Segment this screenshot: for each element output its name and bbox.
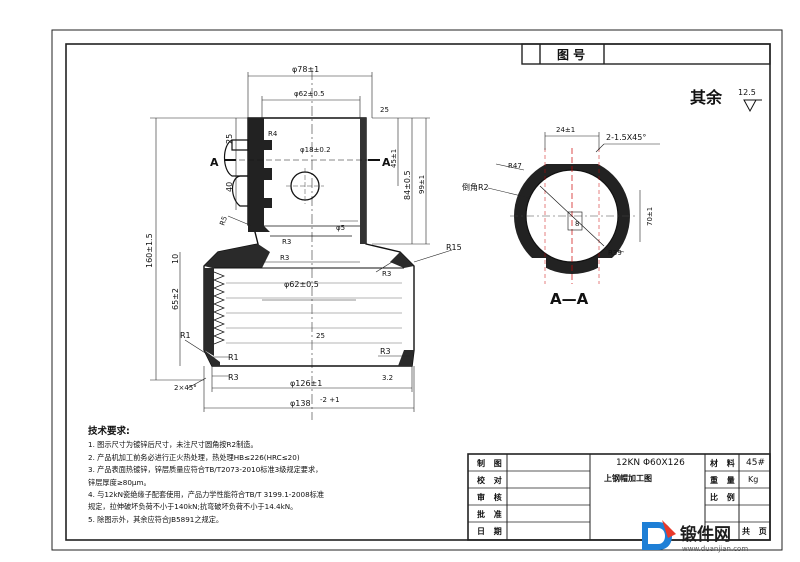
- dim-2x45: 2×45°: [174, 384, 197, 392]
- dim-10: 10: [171, 254, 180, 264]
- section-marker-right: A: [382, 156, 391, 169]
- tb-sheet-label: 共 页: [742, 527, 770, 536]
- dim-small-25: 25: [316, 332, 325, 340]
- dim-R3-b: R3: [280, 254, 289, 262]
- sec-dim-24: 24±1: [556, 126, 575, 134]
- dim-phi62-mid: φ62±0.5: [284, 280, 319, 289]
- tb-row-review: 审 核: [477, 493, 505, 502]
- technical-requirements: 技术要求: 1. 图示尺寸为镀锌后尺寸，未注尺寸圆角按R2制造。 2. 产品机加…: [88, 426, 468, 526]
- dim-99: 99±1: [418, 175, 426, 194]
- watermark-brand: 锻件网: [680, 524, 731, 545]
- tb-weight-unit: Kg: [748, 475, 759, 484]
- section-label: A—A: [550, 290, 589, 308]
- dim-84: 84±0.5: [403, 170, 412, 200]
- dim-40: 40: [225, 182, 234, 192]
- note-line: 5. 除图示外，其余应符合JB5891之规定。: [88, 514, 224, 524]
- dim-R5: R5: [218, 215, 229, 227]
- sec-dim-8: 8: [575, 220, 579, 228]
- dim-65: 65±2: [171, 288, 180, 310]
- svg-text:12.5: 12.5: [738, 88, 756, 97]
- tb-row-draw: 制 图: [477, 459, 505, 468]
- watermark-logo-icon: 锻件网 www.duanjian.com: [642, 520, 748, 553]
- dim-R3-d: R3: [228, 373, 239, 382]
- dim-phi126: φ126±1: [290, 379, 322, 388]
- tb-row-check: 校 对: [477, 476, 505, 485]
- sec-dim-R47: R47: [508, 162, 522, 170]
- watermark: 锻件网 www.duanjian.com: [632, 516, 782, 556]
- serrated-bore: [204, 268, 225, 356]
- tb-scale-label: 比 例: [710, 493, 738, 502]
- roughness-note: 其余 12.5: [690, 88, 762, 113]
- dim-phi5: φ5: [336, 224, 345, 232]
- dim-R15: R15: [446, 243, 462, 252]
- tb-material-value: 45#: [746, 458, 765, 468]
- dim-R3-a: R3: [282, 238, 291, 246]
- note-line: 2. 产品机加工前务必进行正火热处理，热处理HB≤226(HRC≤20): [88, 452, 300, 462]
- note-line: 4. 与12kN瓷绝缘子配套使用，产品力学性能符合TB/T 3199.1-200…: [88, 490, 325, 500]
- note-line: 1. 图示尺寸为镀锌后尺寸，未注尺寸圆角按R2制造。: [88, 440, 258, 450]
- dim-R3-e: R3: [380, 347, 391, 356]
- sec-dim-chamfer: 2-1.5X45°: [606, 133, 646, 142]
- dim-phi138: φ138: [290, 399, 311, 408]
- notes-title: 技术要求:: [88, 426, 130, 437]
- dim-phi78: φ78±1: [292, 65, 319, 74]
- note-line: 规定，拉伸破坏负荷不小于140kN;抗弯破坏负荷不小于14.4kN。: [88, 502, 298, 512]
- sec-dim-R2: 倒角R2: [462, 182, 489, 192]
- tb-material-label: 材 料: [710, 459, 738, 468]
- dim-R3-c: R3: [382, 270, 391, 278]
- note-line: 3. 产品表面热镀锌，锌层质量应符合TB/T2073-2010标准3级规定要求，: [88, 465, 323, 475]
- drawing-number-label: 图 号: [557, 47, 585, 62]
- sec-dim-70: 70±1: [646, 207, 654, 226]
- tb-part-code: 12KN Φ60X126: [616, 458, 685, 468]
- dimension-lines: [150, 72, 453, 412]
- title-block: [467, 453, 771, 541]
- drawing-number-box: 图 号: [521, 43, 771, 65]
- dimension-texts: φ78±1 φ62±0.5 φ18±0.2 φ62±0.5 φ126±1 φ13…: [145, 65, 462, 408]
- dim-phi18: φ18±0.2: [300, 146, 331, 154]
- dim-160: 160±1.5: [145, 233, 154, 268]
- tb-row-date: 日 期: [477, 527, 505, 536]
- dim-R1-b: R1: [228, 353, 239, 362]
- svg-text:其余: 其余: [690, 88, 723, 107]
- main-view: [203, 70, 415, 420]
- dim-phi62-top: φ62±0.5: [294, 90, 325, 98]
- tb-part-name: 上钢帽加工图: [604, 474, 652, 483]
- dim-25: 25: [225, 134, 234, 144]
- tb-weight-label: 重 量: [710, 476, 738, 485]
- dim-R4: R4: [268, 130, 278, 138]
- section-marker-left: A: [210, 156, 219, 169]
- dim-45: 45±1: [390, 149, 398, 168]
- dim-rough-25: 25: [380, 106, 389, 114]
- tb-row-approve: 批 准: [477, 510, 505, 519]
- note-line: 锌层厚度≥80μm。: [88, 477, 151, 487]
- sec-dim-R39: R39: [608, 249, 622, 257]
- section-view: 24±1 2-1.5X45° R47 倒角R2 R39 8 70±1 A—A: [462, 126, 660, 308]
- dim-phi138-tol: -2 +1: [320, 396, 340, 404]
- dim-R1-a: R1: [180, 331, 191, 340]
- dim-rough-32: 3.2: [382, 374, 393, 382]
- watermark-url: www.duanjian.com: [682, 545, 748, 553]
